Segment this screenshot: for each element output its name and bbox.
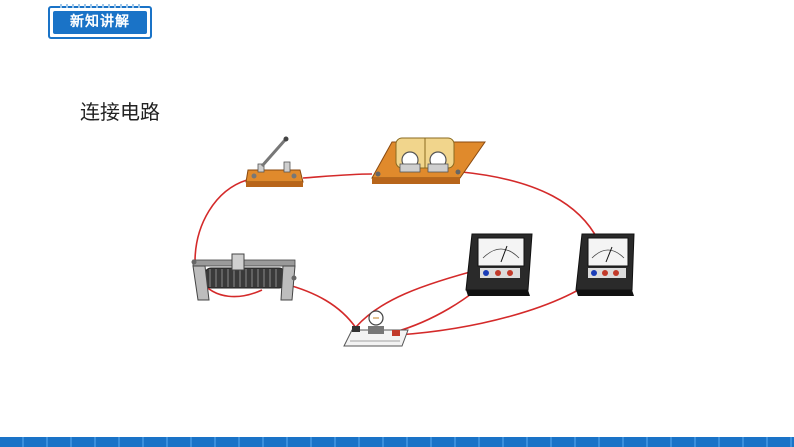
coil-apparatus-icon: [371, 137, 486, 184]
page-heading: 连接电路: [80, 100, 160, 124]
knife-switch-icon: [245, 136, 304, 187]
section-badge: 新知讲解: [48, 4, 152, 39]
rheostat-icon: [191, 253, 297, 301]
meter-icon: [465, 233, 533, 296]
wires: [194, 171, 606, 336]
section-badge-label: 新知讲解: [53, 11, 147, 34]
meter-icon: [575, 233, 635, 296]
wire-coil-to-right-meter: [461, 171, 599, 241]
wire-switch-to-rheostat: [194, 179, 248, 263]
wire-switch-to-coil: [302, 173, 373, 179]
bottom-accent-bar: [0, 437, 794, 447]
badge-decoration: [60, 4, 140, 8]
bulb-board-icon: [343, 310, 409, 347]
wire-bulb-to-left-meter: [355, 267, 486, 328]
wire-rheostat-to-bulb: [284, 283, 357, 329]
